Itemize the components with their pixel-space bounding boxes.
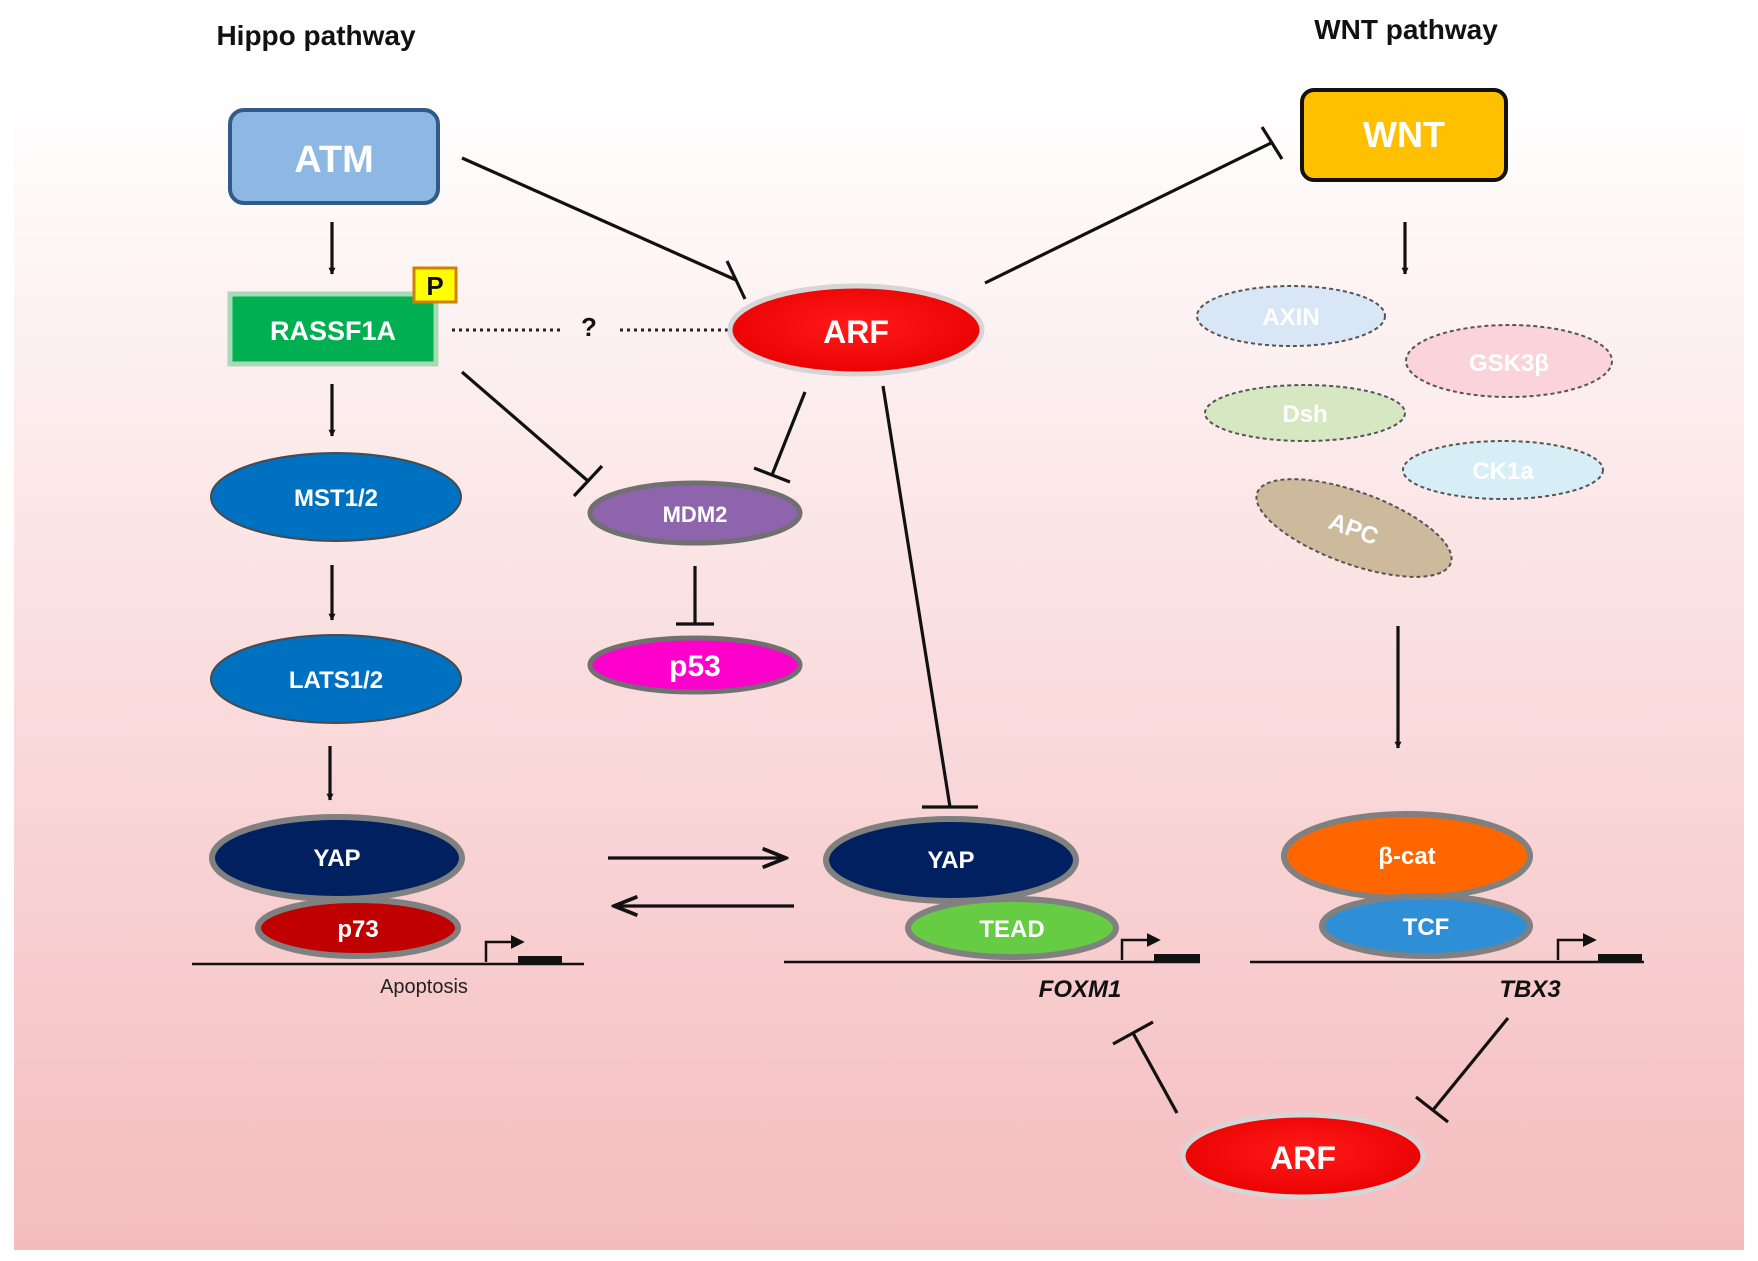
svg-text:AXIN: AXIN [1262, 304, 1319, 331]
gsk3b-node: GSK3β [1405, 324, 1613, 398]
ck1a-node: CK1a [1402, 440, 1604, 500]
phosphorylation-badge: P [412, 266, 458, 304]
svg-text:P: P [426, 271, 443, 301]
svg-text:ARF: ARF [823, 314, 889, 350]
unknown-link-question-mark: ? [581, 312, 597, 342]
svg-text:WNT: WNT [1363, 114, 1445, 155]
edge-arf-bottom-inhibits-foxm1-bar [1112, 1020, 1154, 1046]
edge-arf-inhibits-mdm2-bar [753, 466, 791, 484]
svg-text:MDM2: MDM2 [663, 502, 728, 527]
arf-top-node: ARF [727, 283, 985, 377]
tead-label: TEAD [979, 916, 1044, 943]
arf-bottom-node: ARF [1180, 1112, 1426, 1200]
tbx3-label: TBX3 [1499, 976, 1561, 1003]
edge-rassf1a-inhibits-mdm2 [460, 370, 590, 483]
foxm1-promoter: FOXM1 [784, 933, 1200, 1003]
dsh-node: Dsh [1204, 384, 1406, 442]
edge-arf-inhibits-yap [881, 385, 952, 808]
rassf1a-node: RASSF1A [227, 291, 439, 367]
tcf-node [1319, 893, 1533, 959]
apoptosis-promoter: Apoptosis [192, 935, 584, 998]
tbx3-promoter: TBX3 [1250, 933, 1644, 1003]
tead-node [905, 896, 1119, 960]
yap-mid-node [823, 816, 1079, 904]
yap-p73-complex: YAP p73 [209, 814, 465, 959]
wnt-node: WNT [1300, 88, 1508, 182]
edge-arf-bottom-inhibits-foxm1 [1131, 1032, 1179, 1114]
edge-arf-inhibits-wnt-bar [1260, 126, 1284, 160]
svg-text:ATM: ATM [294, 139, 374, 181]
apc-node: APC [1255, 478, 1453, 578]
atm-node: ATM [228, 108, 440, 205]
yap-tead-complex: YAP TEAD [823, 816, 1119, 960]
edge-atm-inhibits-arf-bar [725, 260, 747, 300]
mst12-node: MST1/2 [210, 452, 462, 542]
apoptosis-label: Apoptosis [380, 976, 468, 998]
svg-text:p53: p53 [669, 650, 721, 683]
bcat-tcf-complex: β-cat TCF [1281, 811, 1533, 959]
edge-tbx3-inhibits-arf-bottom [1431, 1016, 1510, 1112]
svg-text:MST1/2: MST1/2 [294, 485, 378, 512]
edge-tbx3-inhibits-arf-bottom-bar [1415, 1095, 1449, 1124]
svg-text:LATS1/2: LATS1/2 [289, 667, 383, 694]
lats12-node: LATS1/2 [210, 634, 462, 724]
edge-arf-inhibits-wnt [984, 140, 1274, 285]
edge-arf-inhibits-mdm2 [770, 391, 807, 476]
svg-text:GSK3β: GSK3β [1469, 350, 1549, 377]
p53-node: p53 [587, 635, 803, 695]
mdm2-node: MDM2 [587, 480, 803, 546]
wnt-pathway-header: WNT pathway [1314, 14, 1498, 45]
axin-node: AXIN [1196, 285, 1386, 347]
yap-mid-label: YAP [927, 847, 974, 874]
svg-text:RASSF1A: RASSF1A [270, 316, 396, 346]
p73-label: p73 [337, 916, 378, 943]
svg-text:ARF: ARF [1270, 1140, 1336, 1176]
foxm1-label: FOXM1 [1039, 976, 1122, 1003]
svg-text:Dsh: Dsh [1282, 401, 1327, 428]
tcf-label: TCF [1403, 914, 1450, 941]
svg-text:CK1a: CK1a [1472, 458, 1534, 485]
bcat-label: β-cat [1378, 843, 1435, 870]
hippo-pathway-header: Hippo pathway [216, 20, 416, 51]
edge-atm-inhibits-arf [461, 156, 737, 282]
p73-node [255, 897, 461, 959]
edge-rassf1a-inhibits-mdm2-bar [572, 464, 604, 498]
yap-left-label: YAP [313, 845, 360, 872]
